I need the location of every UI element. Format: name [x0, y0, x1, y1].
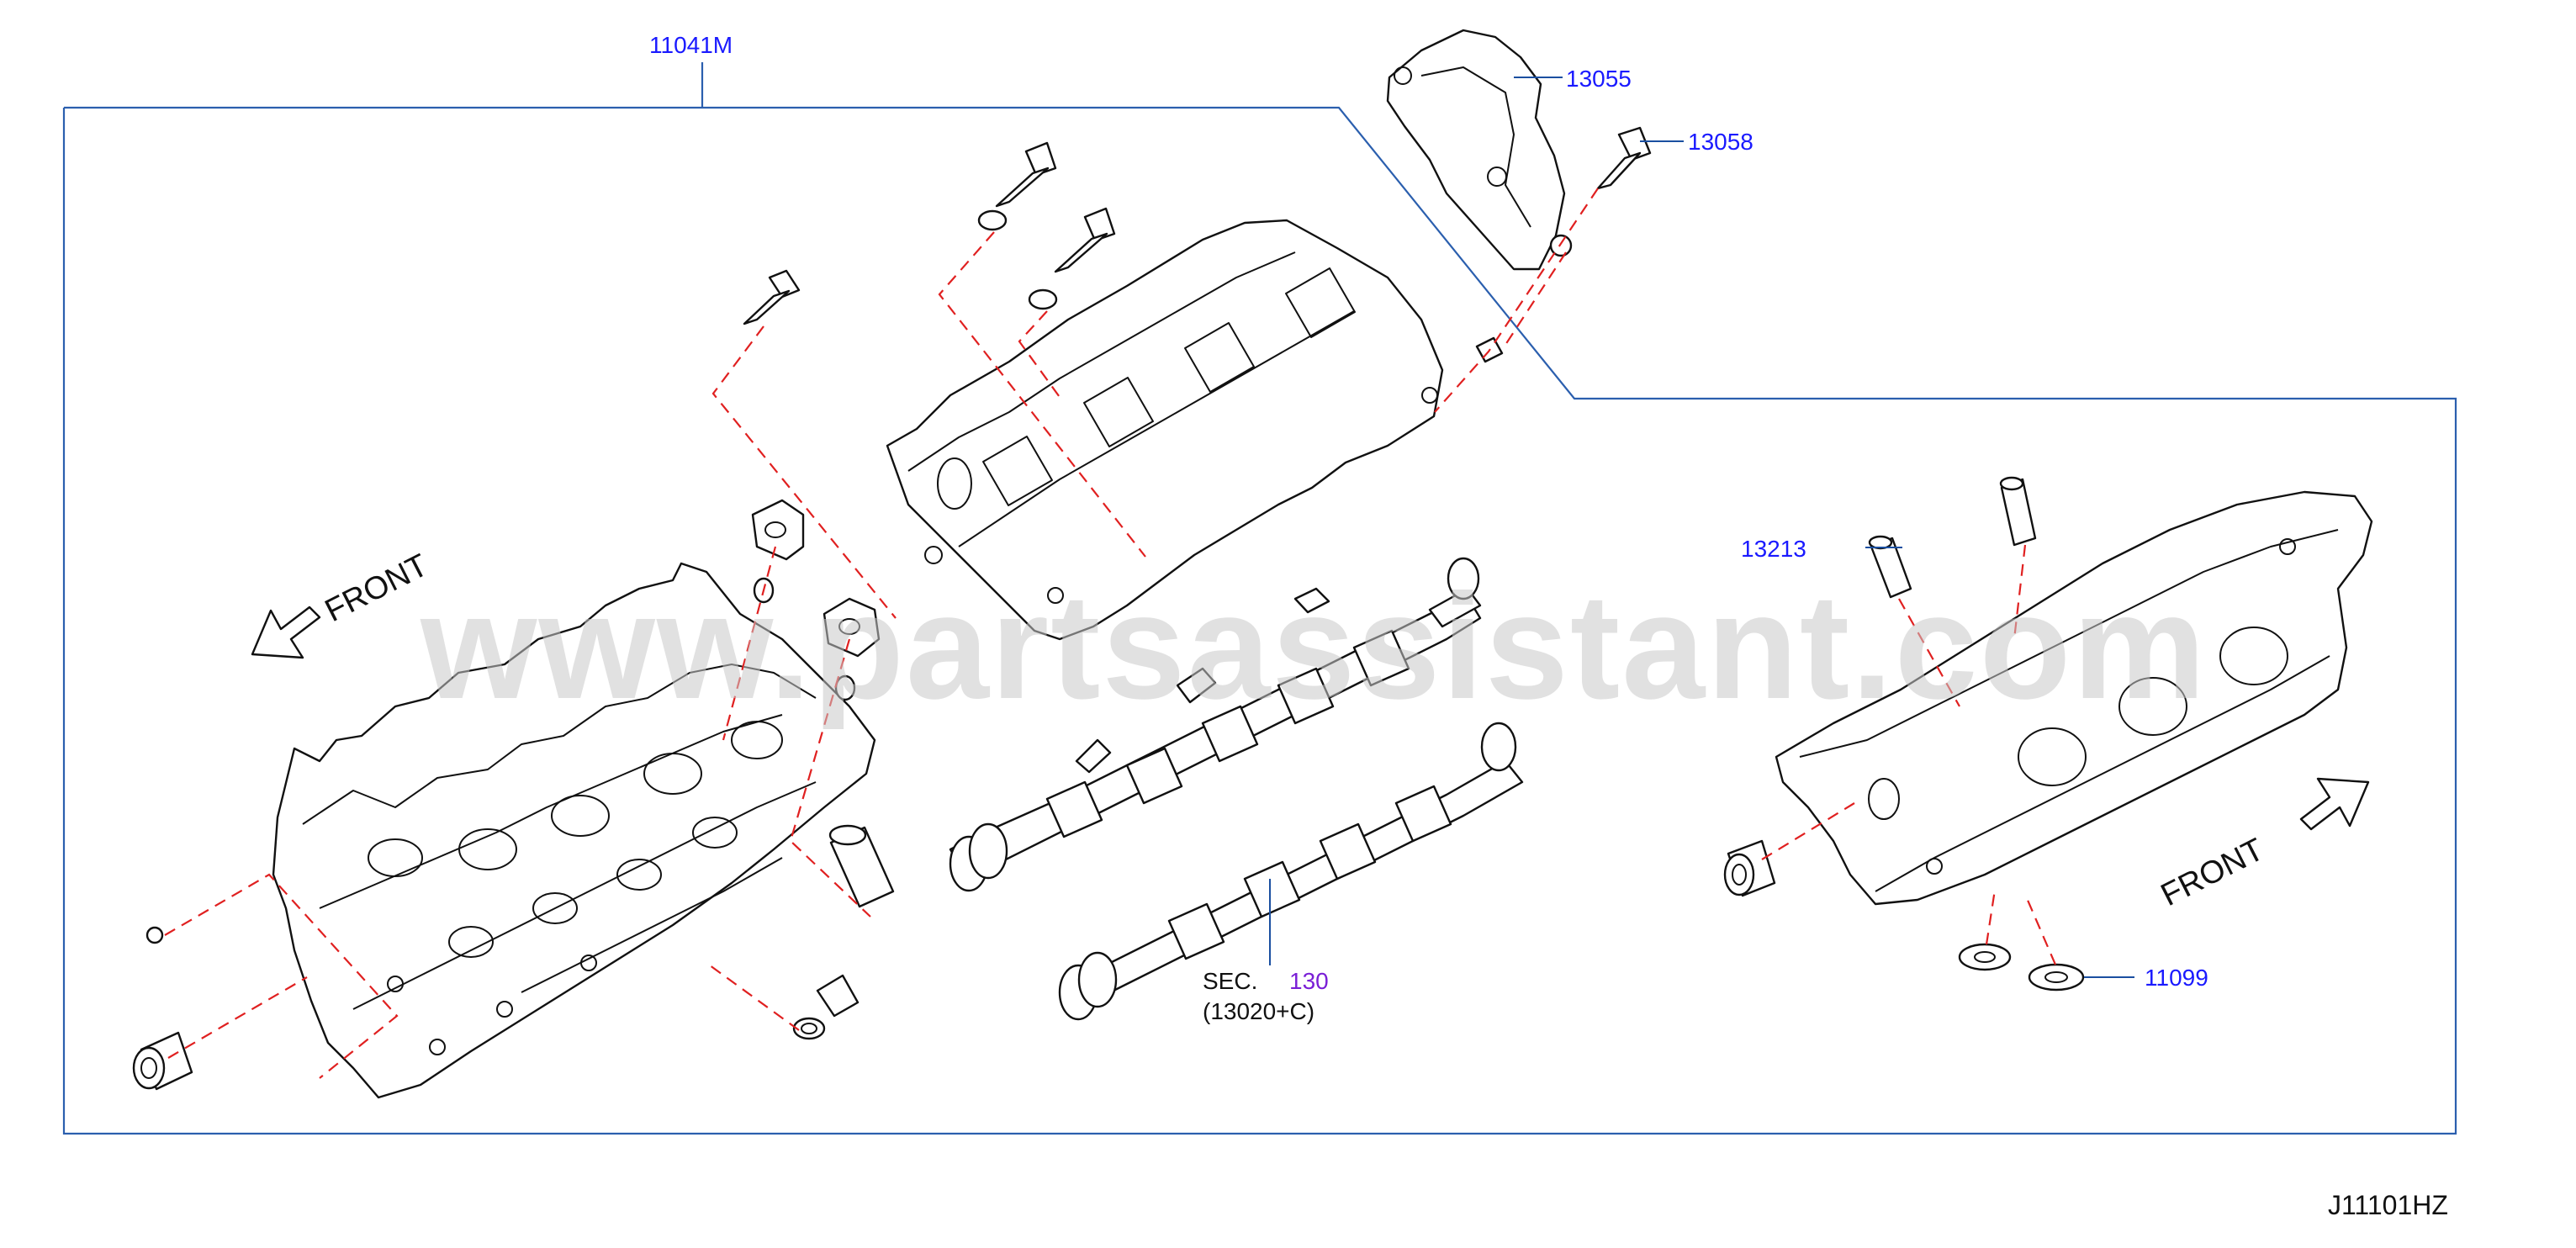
front-label-right: FRONT — [2155, 832, 2270, 913]
right-cylinder-head — [1723, 476, 2373, 992]
section-number: 130 — [1289, 968, 1329, 994]
callout-13055: 13055 — [1566, 66, 1632, 92]
camshaft-lower — [1058, 722, 1524, 1021]
front-arrow-left-icon — [251, 605, 321, 659]
camshaft-upper — [949, 557, 1482, 892]
assembly-dashed-lines — [164, 188, 2057, 1079]
callout-11099: 11099 — [2145, 965, 2208, 991]
diagram-code: J11101HZ — [2328, 1190, 2448, 1220]
callout-13213: 13213 — [1741, 536, 1806, 562]
leader-lines — [1269, 77, 2134, 978]
cam-bracket-frame — [886, 219, 1444, 641]
section-detail: (13020+C) — [1203, 998, 1314, 1024]
left-head-small-parts — [132, 499, 895, 1091]
bolt-13058 — [1475, 126, 1652, 363]
front-arrow-right-icon — [2299, 777, 2370, 831]
left-cylinder-head — [272, 562, 876, 1099]
section-prefix: SEC. — [1203, 968, 1257, 994]
bracket-13055 — [1386, 29, 1573, 271]
left-bolt — [743, 269, 801, 325]
callout-13058: 13058 — [1688, 129, 1753, 155]
callout-11041m: 11041M — [649, 32, 733, 58]
front-label-left: FRONT — [320, 547, 434, 629]
watermark-text: www.partsassistant.com — [420, 563, 2208, 730]
frame-bolts — [977, 141, 1116, 310]
assembly-frame — [62, 106, 2457, 1135]
